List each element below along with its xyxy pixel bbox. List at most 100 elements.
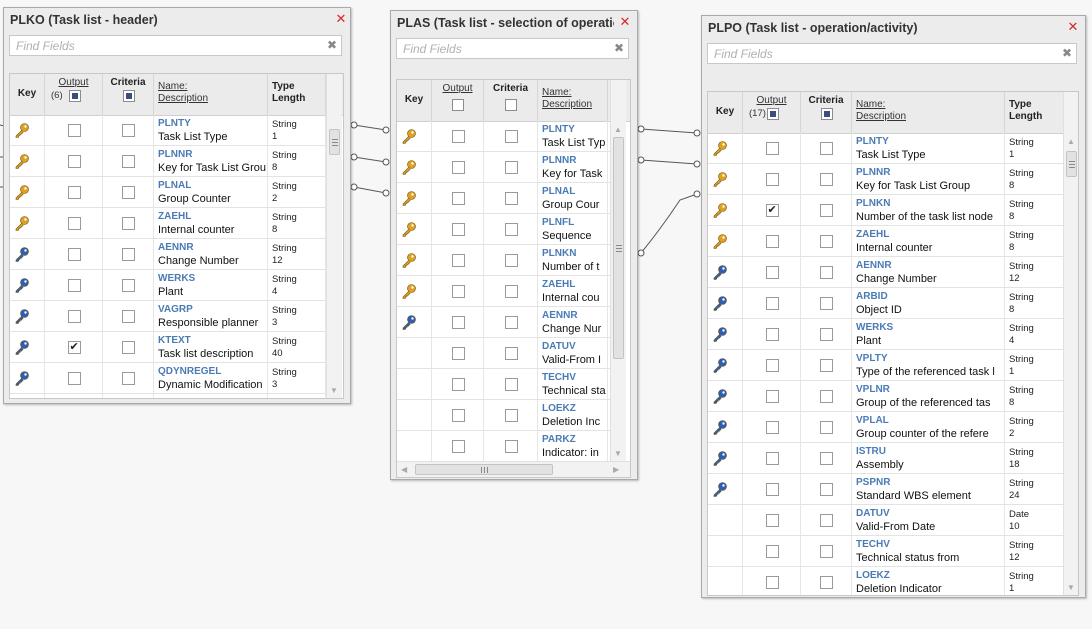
output-checkbox[interactable] bbox=[765, 235, 779, 248]
criteria-checkbox[interactable] bbox=[820, 266, 833, 279]
scroll-thumb[interactable] bbox=[415, 464, 553, 475]
output-checkbox[interactable] bbox=[67, 217, 81, 230]
header-output[interactable]: Output(17) bbox=[743, 92, 801, 133]
vertical-scrollbar[interactable]: ▲▼ bbox=[1063, 92, 1078, 595]
table-panel-2[interactable]: PLPO (Task list - operation/activity)✕✖K… bbox=[701, 15, 1086, 598]
description-header-label[interactable]: Description bbox=[158, 93, 209, 104]
output-checkbox[interactable] bbox=[765, 390, 779, 403]
criteria-checkbox[interactable] bbox=[820, 421, 833, 434]
output-checkbox[interactable] bbox=[451, 378, 465, 391]
find-fields-input[interactable] bbox=[708, 44, 1060, 63]
output-checkbox[interactable] bbox=[451, 192, 465, 205]
criteria-checkbox[interactable] bbox=[122, 155, 135, 168]
output-checkbox[interactable]: ✔ bbox=[765, 204, 779, 217]
header-output[interactable]: Output(6) bbox=[45, 74, 103, 115]
output-checkbox[interactable] bbox=[67, 186, 81, 199]
criteria-checkbox[interactable] bbox=[122, 279, 135, 292]
criteria-checkbox[interactable] bbox=[820, 204, 833, 217]
criteria-checkbox[interactable] bbox=[504, 440, 518, 453]
criteria-select-all-checkbox[interactable] bbox=[122, 90, 135, 102]
output-checkbox[interactable] bbox=[451, 161, 465, 174]
output-checkbox[interactable] bbox=[765, 266, 779, 279]
name-header-label[interactable]: Name: bbox=[856, 99, 886, 110]
output-checkbox[interactable] bbox=[765, 173, 779, 186]
output-checkbox[interactable] bbox=[451, 130, 465, 143]
clear-icon[interactable]: ✖ bbox=[1061, 46, 1072, 60]
output-checkbox[interactable] bbox=[451, 440, 465, 453]
scroll-thumb[interactable] bbox=[1066, 151, 1077, 177]
criteria-checkbox[interactable] bbox=[504, 192, 518, 205]
scroll-left-icon[interactable]: ◀ bbox=[401, 465, 408, 474]
criteria-checkbox[interactable] bbox=[504, 161, 518, 174]
output-checkbox[interactable] bbox=[451, 347, 465, 360]
horizontal-scrollbar[interactable]: ◀▶ bbox=[397, 461, 630, 477]
output-select-all-checkbox[interactable] bbox=[767, 108, 779, 120]
vertical-scrollbar[interactable]: ▲▼ bbox=[610, 80, 626, 461]
header-criteria[interactable]: Criteria bbox=[484, 80, 538, 121]
clear-icon[interactable]: ✖ bbox=[326, 38, 337, 52]
output-checkbox[interactable] bbox=[765, 359, 779, 372]
criteria-checkbox[interactable] bbox=[820, 297, 833, 310]
criteria-checkbox[interactable] bbox=[504, 254, 518, 267]
close-icon[interactable]: ✕ bbox=[1067, 19, 1079, 34]
scroll-thumb[interactable] bbox=[613, 137, 624, 359]
panel-title[interactable]: PLAS (Task list - selection of operation bbox=[397, 16, 614, 30]
criteria-checkbox[interactable] bbox=[820, 328, 833, 341]
header-output[interactable]: Output bbox=[432, 80, 484, 121]
output-checkbox[interactable] bbox=[765, 514, 779, 527]
close-icon[interactable]: ✕ bbox=[619, 14, 631, 29]
output-checkbox[interactable] bbox=[67, 124, 81, 137]
criteria-checkbox[interactable] bbox=[504, 223, 518, 236]
output-checkbox[interactable] bbox=[765, 421, 779, 434]
header-criteria[interactable]: Criteria bbox=[103, 74, 154, 115]
scroll-right-icon[interactable]: ▶ bbox=[613, 465, 620, 474]
output-select-all-checkbox[interactable] bbox=[69, 90, 81, 102]
criteria-checkbox[interactable] bbox=[820, 545, 833, 558]
scroll-thumb[interactable] bbox=[329, 129, 340, 155]
criteria-checkbox[interactable] bbox=[504, 285, 518, 298]
output-checkbox[interactable] bbox=[765, 328, 779, 341]
output-checkbox[interactable] bbox=[67, 310, 81, 323]
find-fields-input[interactable] bbox=[397, 39, 612, 58]
panel-title[interactable]: PLPO (Task list - operation/activity) bbox=[708, 21, 918, 35]
table-panel-0[interactable]: PLKO (Task list - header)✕✖KeyOutput(6)C… bbox=[3, 7, 351, 404]
output-checkbox[interactable] bbox=[67, 279, 81, 292]
output-header-label[interactable]: Output bbox=[58, 77, 89, 88]
scroll-down-icon[interactable]: ▼ bbox=[614, 449, 622, 458]
scroll-down-icon[interactable]: ▼ bbox=[1067, 583, 1075, 592]
output-checkbox[interactable] bbox=[765, 576, 779, 589]
criteria-checkbox[interactable] bbox=[504, 347, 518, 360]
header-criteria[interactable]: Criteria bbox=[801, 92, 852, 133]
output-checkbox[interactable] bbox=[765, 297, 779, 310]
description-header-label[interactable]: Description bbox=[542, 99, 593, 110]
criteria-checkbox[interactable] bbox=[504, 378, 518, 391]
find-fields-input[interactable] bbox=[10, 36, 325, 55]
criteria-checkbox[interactable] bbox=[820, 390, 833, 403]
output-checkbox[interactable] bbox=[67, 248, 81, 261]
output-checkbox[interactable] bbox=[451, 223, 465, 236]
